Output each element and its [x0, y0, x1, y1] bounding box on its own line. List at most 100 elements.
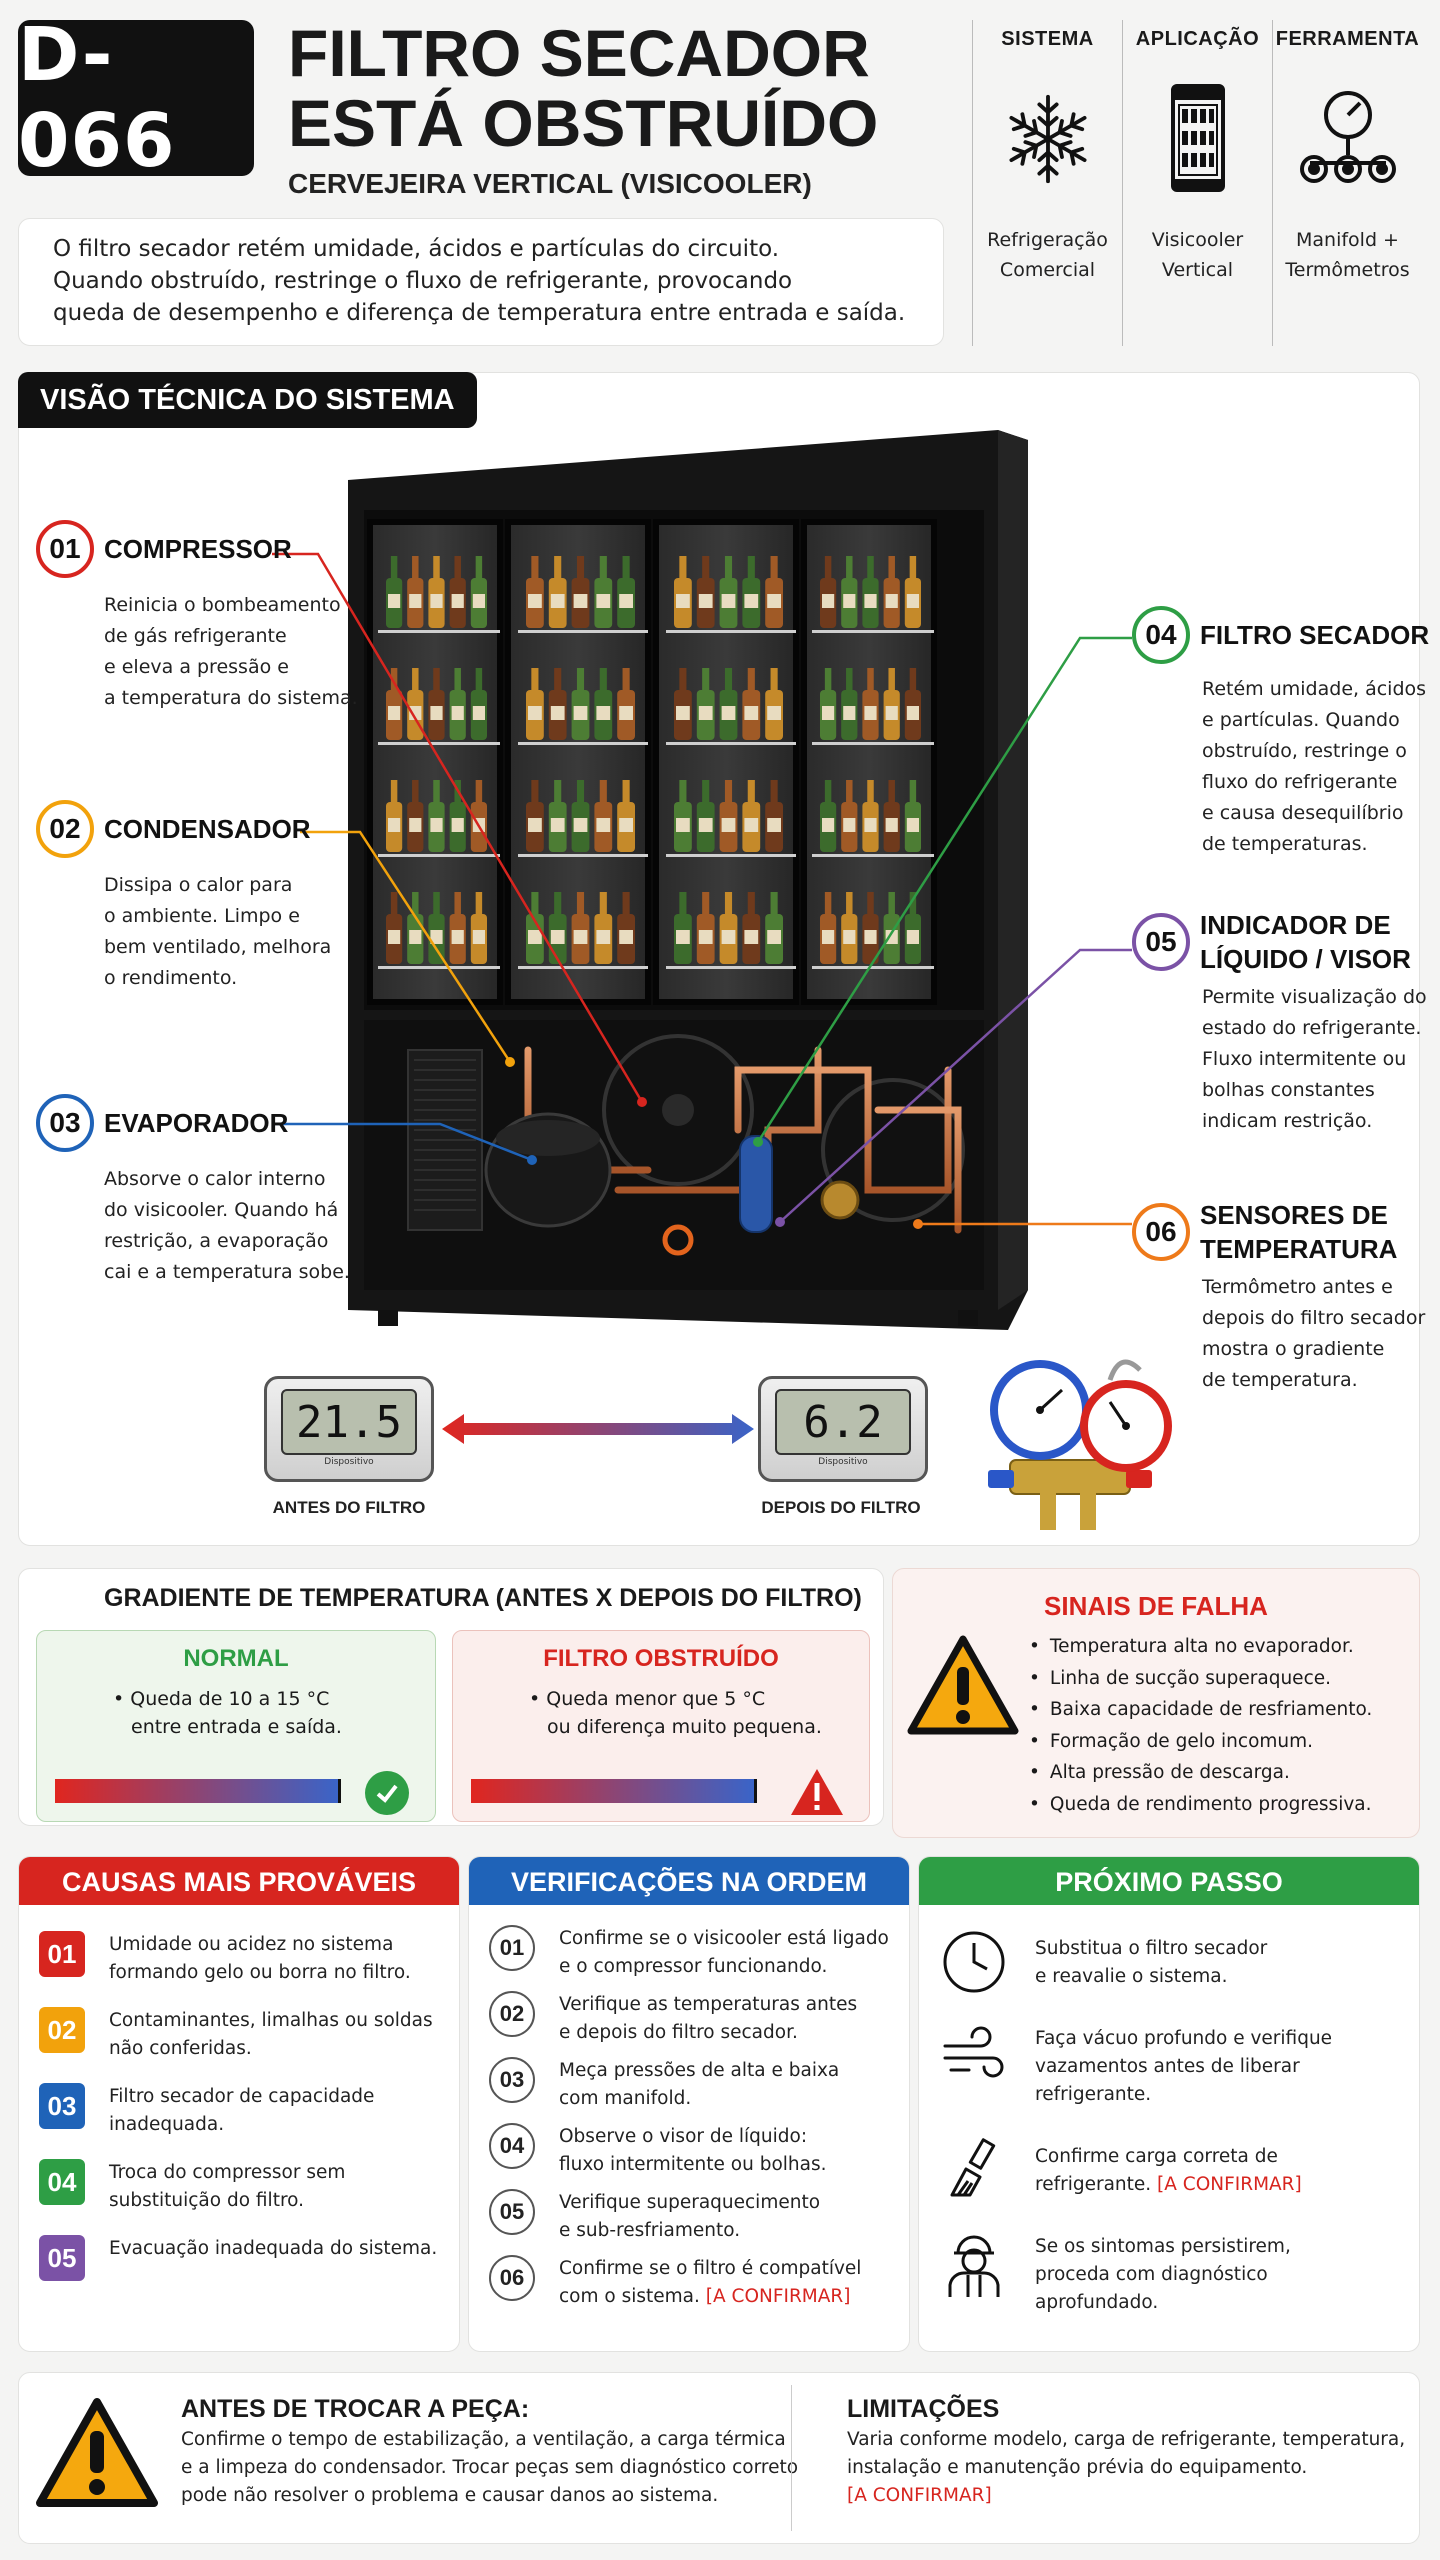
- thermometer-display: 21.5: [281, 1389, 417, 1455]
- note-title: LIMITAÇÕES: [847, 2395, 1000, 2423]
- panel-header: PRÓXIMO PASSO: [919, 1857, 1419, 1905]
- bottle-neck: [824, 892, 832, 916]
- intro-line: Quando obstruído, restringe o fluxo de r…: [53, 268, 793, 294]
- bottle-label: [430, 818, 443, 832]
- bottle-label: [843, 594, 856, 608]
- bottle-neck: [599, 668, 607, 692]
- double-arrow-icon: [442, 1414, 754, 1444]
- shelf: [812, 630, 934, 633]
- bottle-neck: [599, 780, 607, 804]
- failure-item: Alta pressão de descarga.: [1029, 1757, 1372, 1789]
- bottle-neck: [702, 892, 710, 916]
- bottle-neck: [824, 556, 832, 580]
- failure-signs: SINAIS DE FALHA Temperatura alta no evap…: [892, 1568, 1420, 1838]
- bottle-neck: [531, 556, 539, 580]
- bottle-label: [472, 706, 485, 720]
- bottle-neck: [867, 892, 874, 916]
- shelf: [518, 966, 648, 969]
- intro-line: queda de desempenho e diferença de tempe…: [53, 300, 906, 326]
- bottle-label: [388, 594, 401, 608]
- bottle-neck: [846, 780, 853, 804]
- bottle-label: [822, 594, 835, 608]
- bottle-label: [822, 818, 835, 832]
- shelf: [518, 630, 648, 633]
- panel-header: CAUSAS MAIS PROVÁVEIS: [19, 1857, 459, 1905]
- state-title: FILTRO OBSTRUÍDO: [543, 1645, 779, 1672]
- bottle-neck: [747, 556, 755, 580]
- bottle-neck: [679, 892, 687, 916]
- bottle-label: [430, 594, 443, 608]
- bottle-label: [676, 930, 690, 944]
- bottle-label: [885, 930, 898, 944]
- shelf: [666, 630, 796, 633]
- bottle-neck: [724, 780, 733, 804]
- bottle-neck: [747, 780, 755, 804]
- thermometer-brand: Dispositivo: [324, 1457, 374, 1467]
- failure-item: Formação de gelo incomum.: [1029, 1726, 1372, 1758]
- diagnostic-code: D-066: [18, 12, 254, 184]
- bottle-label: [409, 818, 422, 832]
- bottle-neck: [622, 780, 630, 804]
- bottle-neck: [531, 668, 539, 692]
- bottle-label: [906, 706, 919, 720]
- bottle-label: [843, 706, 856, 720]
- check-number: 01: [489, 1925, 535, 1971]
- visicooler-icon: [1143, 79, 1253, 199]
- callout-number: 06: [1132, 1203, 1190, 1261]
- check-item: 04 Observe o visor de líquido:fluxo inte…: [489, 2123, 826, 2179]
- bottle-label: [744, 818, 759, 832]
- cause-number: 05: [39, 2235, 85, 2281]
- bottle-label: [550, 930, 565, 944]
- bottle-label: [430, 930, 443, 944]
- bottle-neck: [770, 668, 778, 692]
- bottle-neck: [846, 556, 853, 580]
- bottle-neck: [454, 556, 461, 580]
- bottle-neck: [724, 892, 733, 916]
- bottle-label: [573, 930, 588, 944]
- bottle-neck: [475, 780, 483, 804]
- bottle-neck: [433, 556, 440, 580]
- intro-box: O filtro secador retém umidade, ácidos e…: [18, 218, 944, 346]
- bottle-label: [451, 706, 464, 720]
- shelf: [518, 742, 648, 745]
- bottle-label: [767, 818, 781, 832]
- bottle-label: [573, 706, 588, 720]
- failure-item: Temperatura alta no evaporador.: [1029, 1631, 1372, 1663]
- bottle-neck: [846, 892, 853, 916]
- thermometer-brand: Dispositivo: [818, 1457, 868, 1467]
- shelf: [378, 966, 500, 969]
- failure-title: SINAIS DE FALHA: [1044, 1591, 1268, 1621]
- callout-number: 05: [1132, 913, 1190, 971]
- bottle-neck: [454, 892, 461, 916]
- shelf: [666, 742, 796, 745]
- bottle-neck: [412, 780, 419, 804]
- bottle-neck: [531, 892, 539, 916]
- bottle-neck: [412, 556, 419, 580]
- state-title: NORMAL: [183, 1645, 289, 1672]
- callout-title: COMPRESSOR: [104, 534, 292, 564]
- callout-title: EVAPORADOR: [104, 1108, 289, 1138]
- bottle-label: [596, 594, 611, 608]
- shelf: [518, 854, 648, 857]
- bottle-label: [698, 930, 713, 944]
- bottle-label: [573, 818, 588, 832]
- thermometer-before-label: ANTES DO FILTRO: [272, 1498, 426, 1517]
- bottle-label: [864, 706, 877, 720]
- snowflake-icon: [993, 79, 1103, 199]
- bottle-neck: [747, 892, 755, 916]
- bottle-label: [864, 594, 877, 608]
- bottle-neck: [576, 892, 585, 916]
- bottle-neck: [824, 668, 832, 692]
